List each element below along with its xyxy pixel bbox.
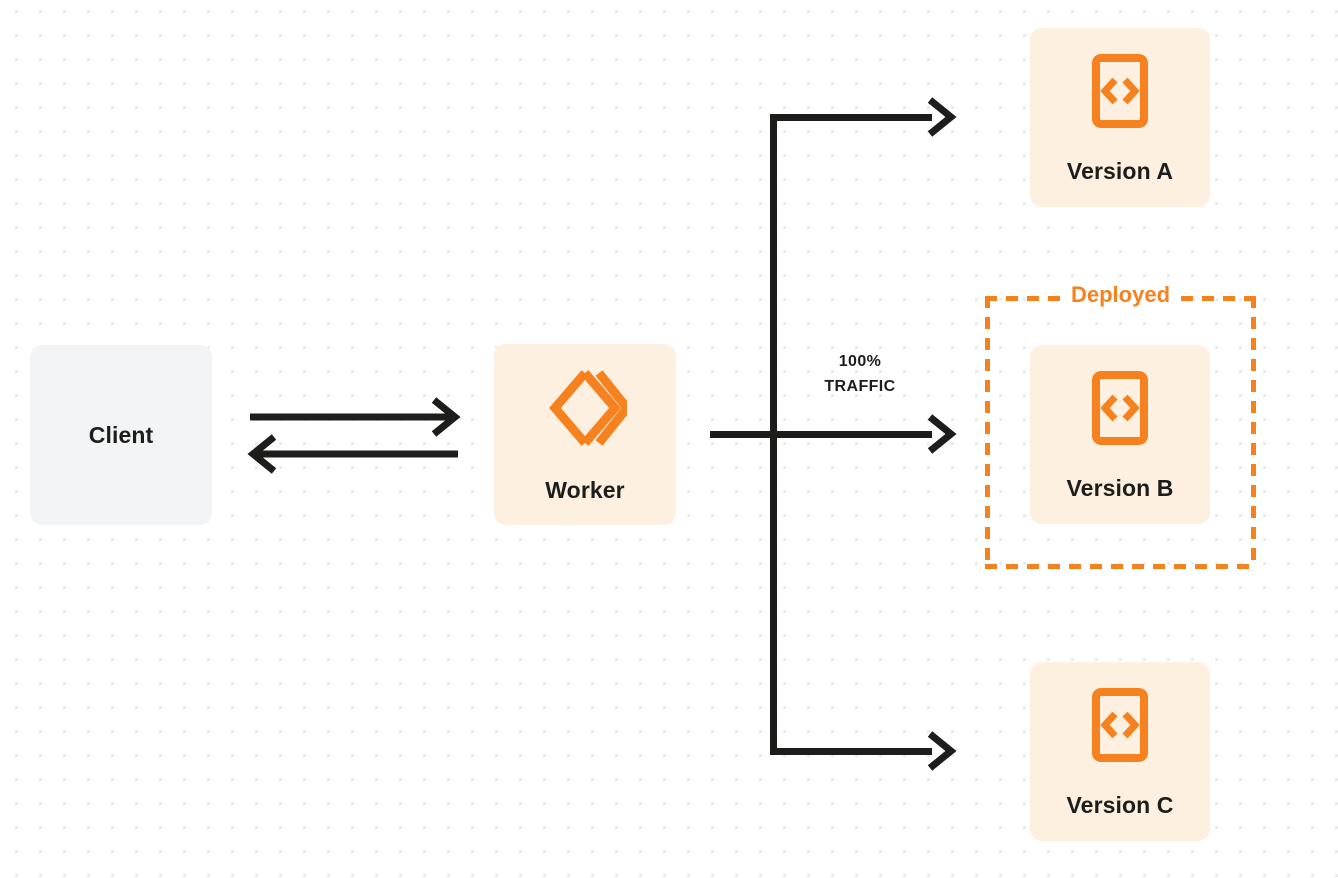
edge-client-to-worker (250, 397, 461, 437)
node-version-b[interactable]: Version B (1030, 345, 1210, 524)
version-b-label: Version B (1066, 474, 1174, 501)
cloudflare-workers-icon (543, 368, 633, 453)
node-worker[interactable]: Worker (494, 344, 676, 525)
node-client[interactable]: Client (30, 345, 212, 525)
group-border-left (985, 296, 990, 569)
worker-label: Worker (545, 476, 625, 503)
node-version-a[interactable]: Version A (1030, 28, 1210, 207)
client-label: Client (88, 421, 154, 448)
edge-worker-to-client (247, 434, 458, 474)
code-file-icon (1091, 53, 1149, 134)
edge-trunk-to-version-b (773, 414, 957, 454)
code-file-icon (1091, 370, 1149, 451)
traffic-word: TRAFFIC (824, 377, 896, 395)
version-c-label: Version C (1066, 791, 1174, 818)
code-file-icon (1091, 687, 1149, 768)
deployed-badge: Deployed (1060, 280, 1181, 311)
group-border-bottom (985, 564, 1256, 569)
group-border-top-left (985, 296, 1063, 301)
edge-trunk-to-version-c (770, 731, 957, 771)
deployed-group-border: Deployed (985, 280, 1256, 569)
edge-trunk-to-version-a (770, 97, 957, 137)
group-border-right (1251, 296, 1256, 569)
traffic-percentage-label: 100% TRAFFIC (800, 350, 920, 400)
version-a-label: Version A (1066, 157, 1174, 184)
group-border-top-right (1178, 296, 1256, 301)
traffic-percent-value: 100% (838, 353, 882, 370)
node-version-c[interactable]: Version C (1030, 662, 1210, 841)
